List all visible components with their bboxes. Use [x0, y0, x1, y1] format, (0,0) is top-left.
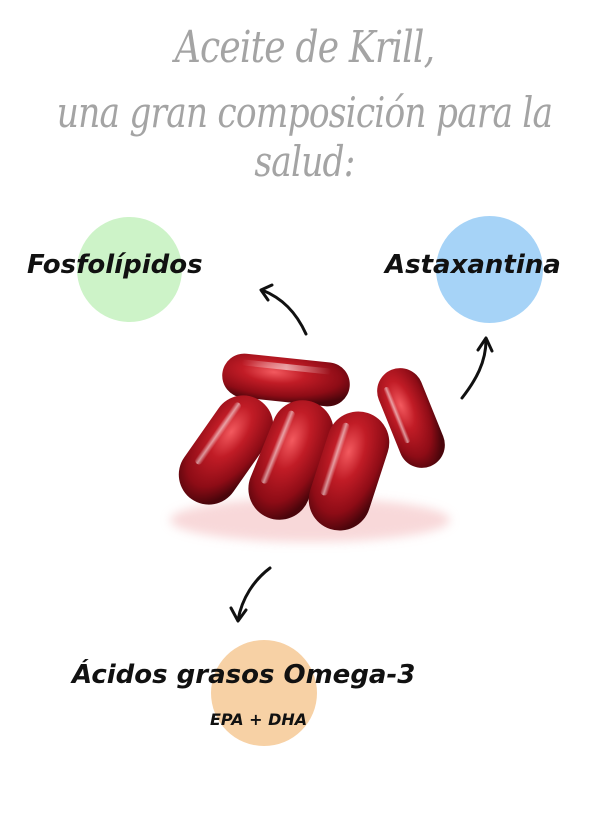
omega3-circle — [211, 640, 317, 746]
astaxanthin-circle — [436, 216, 543, 323]
arrow-to-phospholipids-icon — [259, 283, 308, 336]
astaxanthin-label: Astaxantina — [385, 250, 561, 280]
title-line-2: una gran composición para la salud: — [56, 88, 553, 186]
arrow-to-astaxanthin-icon — [460, 336, 494, 400]
arrow-to-omega3-icon — [229, 566, 272, 623]
capsule — [308, 411, 390, 531]
omega3-label: Ácidos grasos Omega-3 — [72, 660, 416, 690]
capsule — [178, 395, 274, 505]
epa-dha-label: EPA + DHA — [210, 710, 308, 729]
title-line-1: Aceite de Krill, — [174, 22, 435, 73]
capsule — [377, 368, 445, 468]
phospholipids-circle — [77, 217, 182, 322]
capsule-shadow — [170, 498, 450, 542]
capsule — [222, 353, 350, 407]
phospholipids-label: Fosfolípidos — [27, 250, 203, 280]
